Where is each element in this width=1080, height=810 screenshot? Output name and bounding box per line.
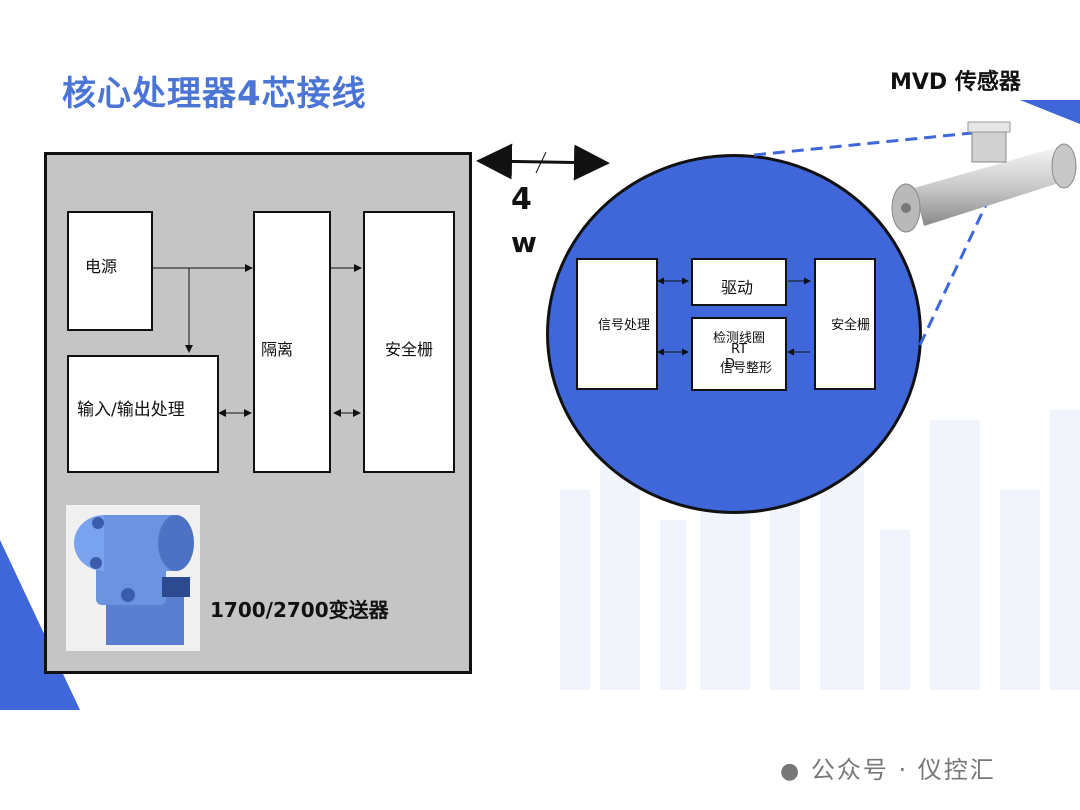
isolation-label: 隔离 [261,340,294,359]
io-label: 输入/输出处理 [77,400,185,420]
wire-count: 4 [511,182,532,217]
corner-accent-top [1020,100,1080,124]
io-box: 输入/输出处理 [67,355,219,473]
drive-label: 驱动 [721,278,754,297]
watermark: ● 公众号 · 仪控汇 [780,750,996,785]
signal-processing-box: 信号处理 [576,258,658,390]
detect-coil-label: 检测线圈 [713,331,766,346]
transmitter-label: 1700/2700变送器 [210,598,389,622]
rtd-label: RT [731,342,748,357]
page-title: 核心处理器4芯接线 [62,74,367,114]
signal-processing-label: 信号处理 [598,318,651,333]
sensor-image [884,118,1080,242]
power-label: 电源 [85,257,118,276]
signal-shaping-label: 信号整形 [720,361,773,376]
sensor-barrier-label: 安全栅 [831,318,871,333]
isolation-box: 隔离 [253,211,331,473]
sensor-detail-circle: 信号处理 驱动 检测线圈 RT 信号整形 D 安全栅 [546,154,922,514]
barrier-label: 安全栅 [385,340,434,359]
detect-coil-box: 检测线圈 RT 信号整形 D [691,317,787,391]
barrier-box: 安全栅 [363,211,455,473]
drive-box: 驱动 [691,258,787,306]
watermark-text: 公众号 · 仪控汇 [810,756,996,784]
wire-unit: w [511,226,537,259]
power-box: 电源 [67,211,153,331]
sensor-barrier-box: 安全栅 [814,258,876,390]
sensor-title: MVD 传感器 [890,70,1021,95]
transmitter-icon [74,515,194,645]
transmitter-image [66,505,200,651]
mvd-sensor-icon [891,121,1077,233]
rtd-overlap-label: D [725,357,736,372]
wechat-icon: ● [780,759,802,784]
background-buildings [560,410,1080,690]
